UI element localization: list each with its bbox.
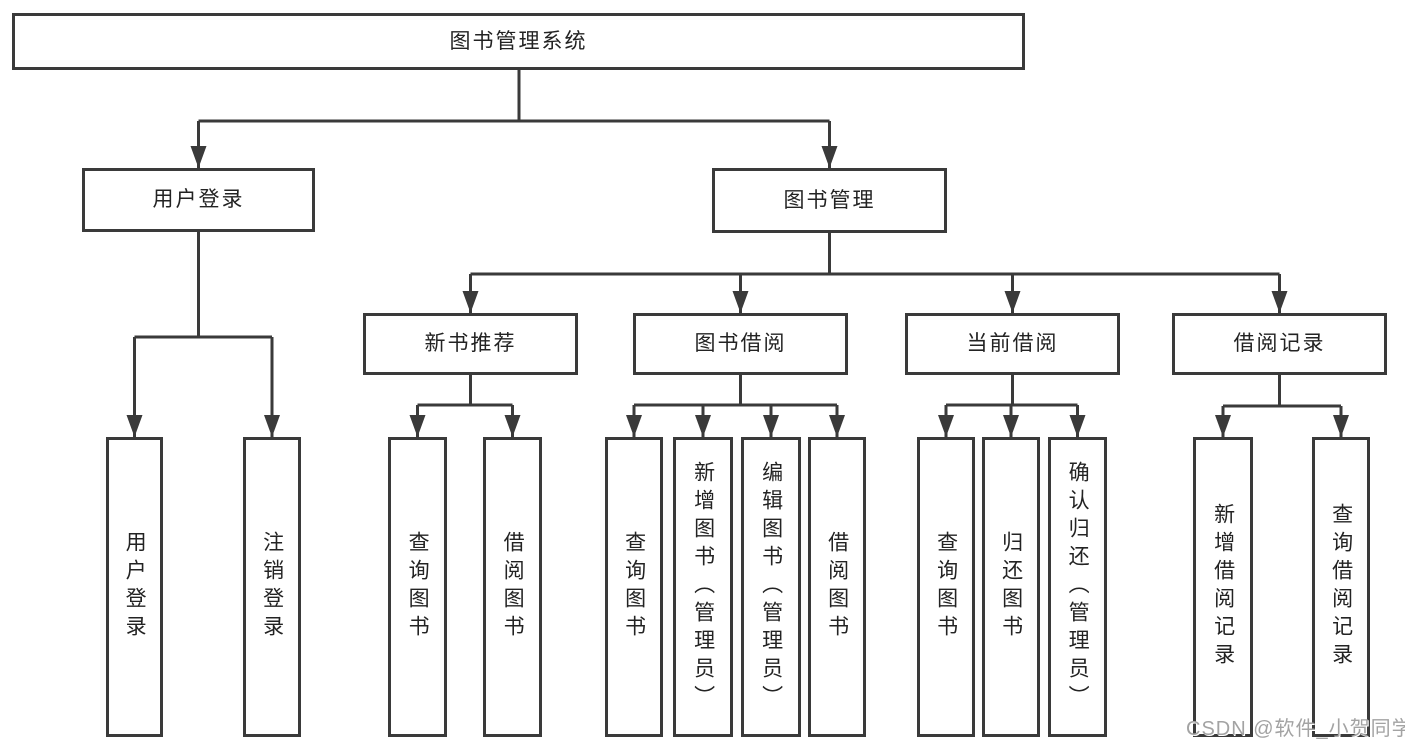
node-nbr-query-books: 查询图书 [388, 437, 447, 737]
node-current-borrow: 当前借阅 [905, 313, 1120, 375]
node-user-login: 用户登录 [82, 168, 315, 232]
node-nbr-borrow-books: 借阅图书 [483, 437, 542, 737]
node-bb-query-books: 查询图书 [605, 437, 663, 737]
node-cb-return-books: 归还图书 [982, 437, 1040, 737]
node-bb-add-books-admin: 新增图书（管理员） [673, 437, 733, 737]
node-cb-query-books: 查询图书 [917, 437, 975, 737]
node-br-add-record: 新增借阅记录 [1193, 437, 1253, 737]
node-cb-confirm-return-admin: 确认归还（管理员） [1048, 437, 1107, 737]
node-borrow-records: 借阅记录 [1172, 313, 1387, 375]
node-br-query-record: 查询借阅记录 [1312, 437, 1370, 737]
node-logout-leaf: 注销登录 [243, 437, 301, 737]
node-book-management: 图书管理 [712, 168, 947, 233]
node-root: 图书管理系统 [12, 13, 1025, 70]
node-bb-borrow-books: 借阅图书 [808, 437, 866, 737]
node-bb-edit-books-admin: 编辑图书（管理员） [741, 437, 801, 737]
node-book-borrow: 图书借阅 [633, 313, 848, 375]
csdn-watermark: CSDN @软件_小贺同学 [1186, 718, 1405, 740]
node-user-login-leaf: 用户登录 [106, 437, 163, 737]
node-new-book-recommend: 新书推荐 [363, 313, 578, 375]
